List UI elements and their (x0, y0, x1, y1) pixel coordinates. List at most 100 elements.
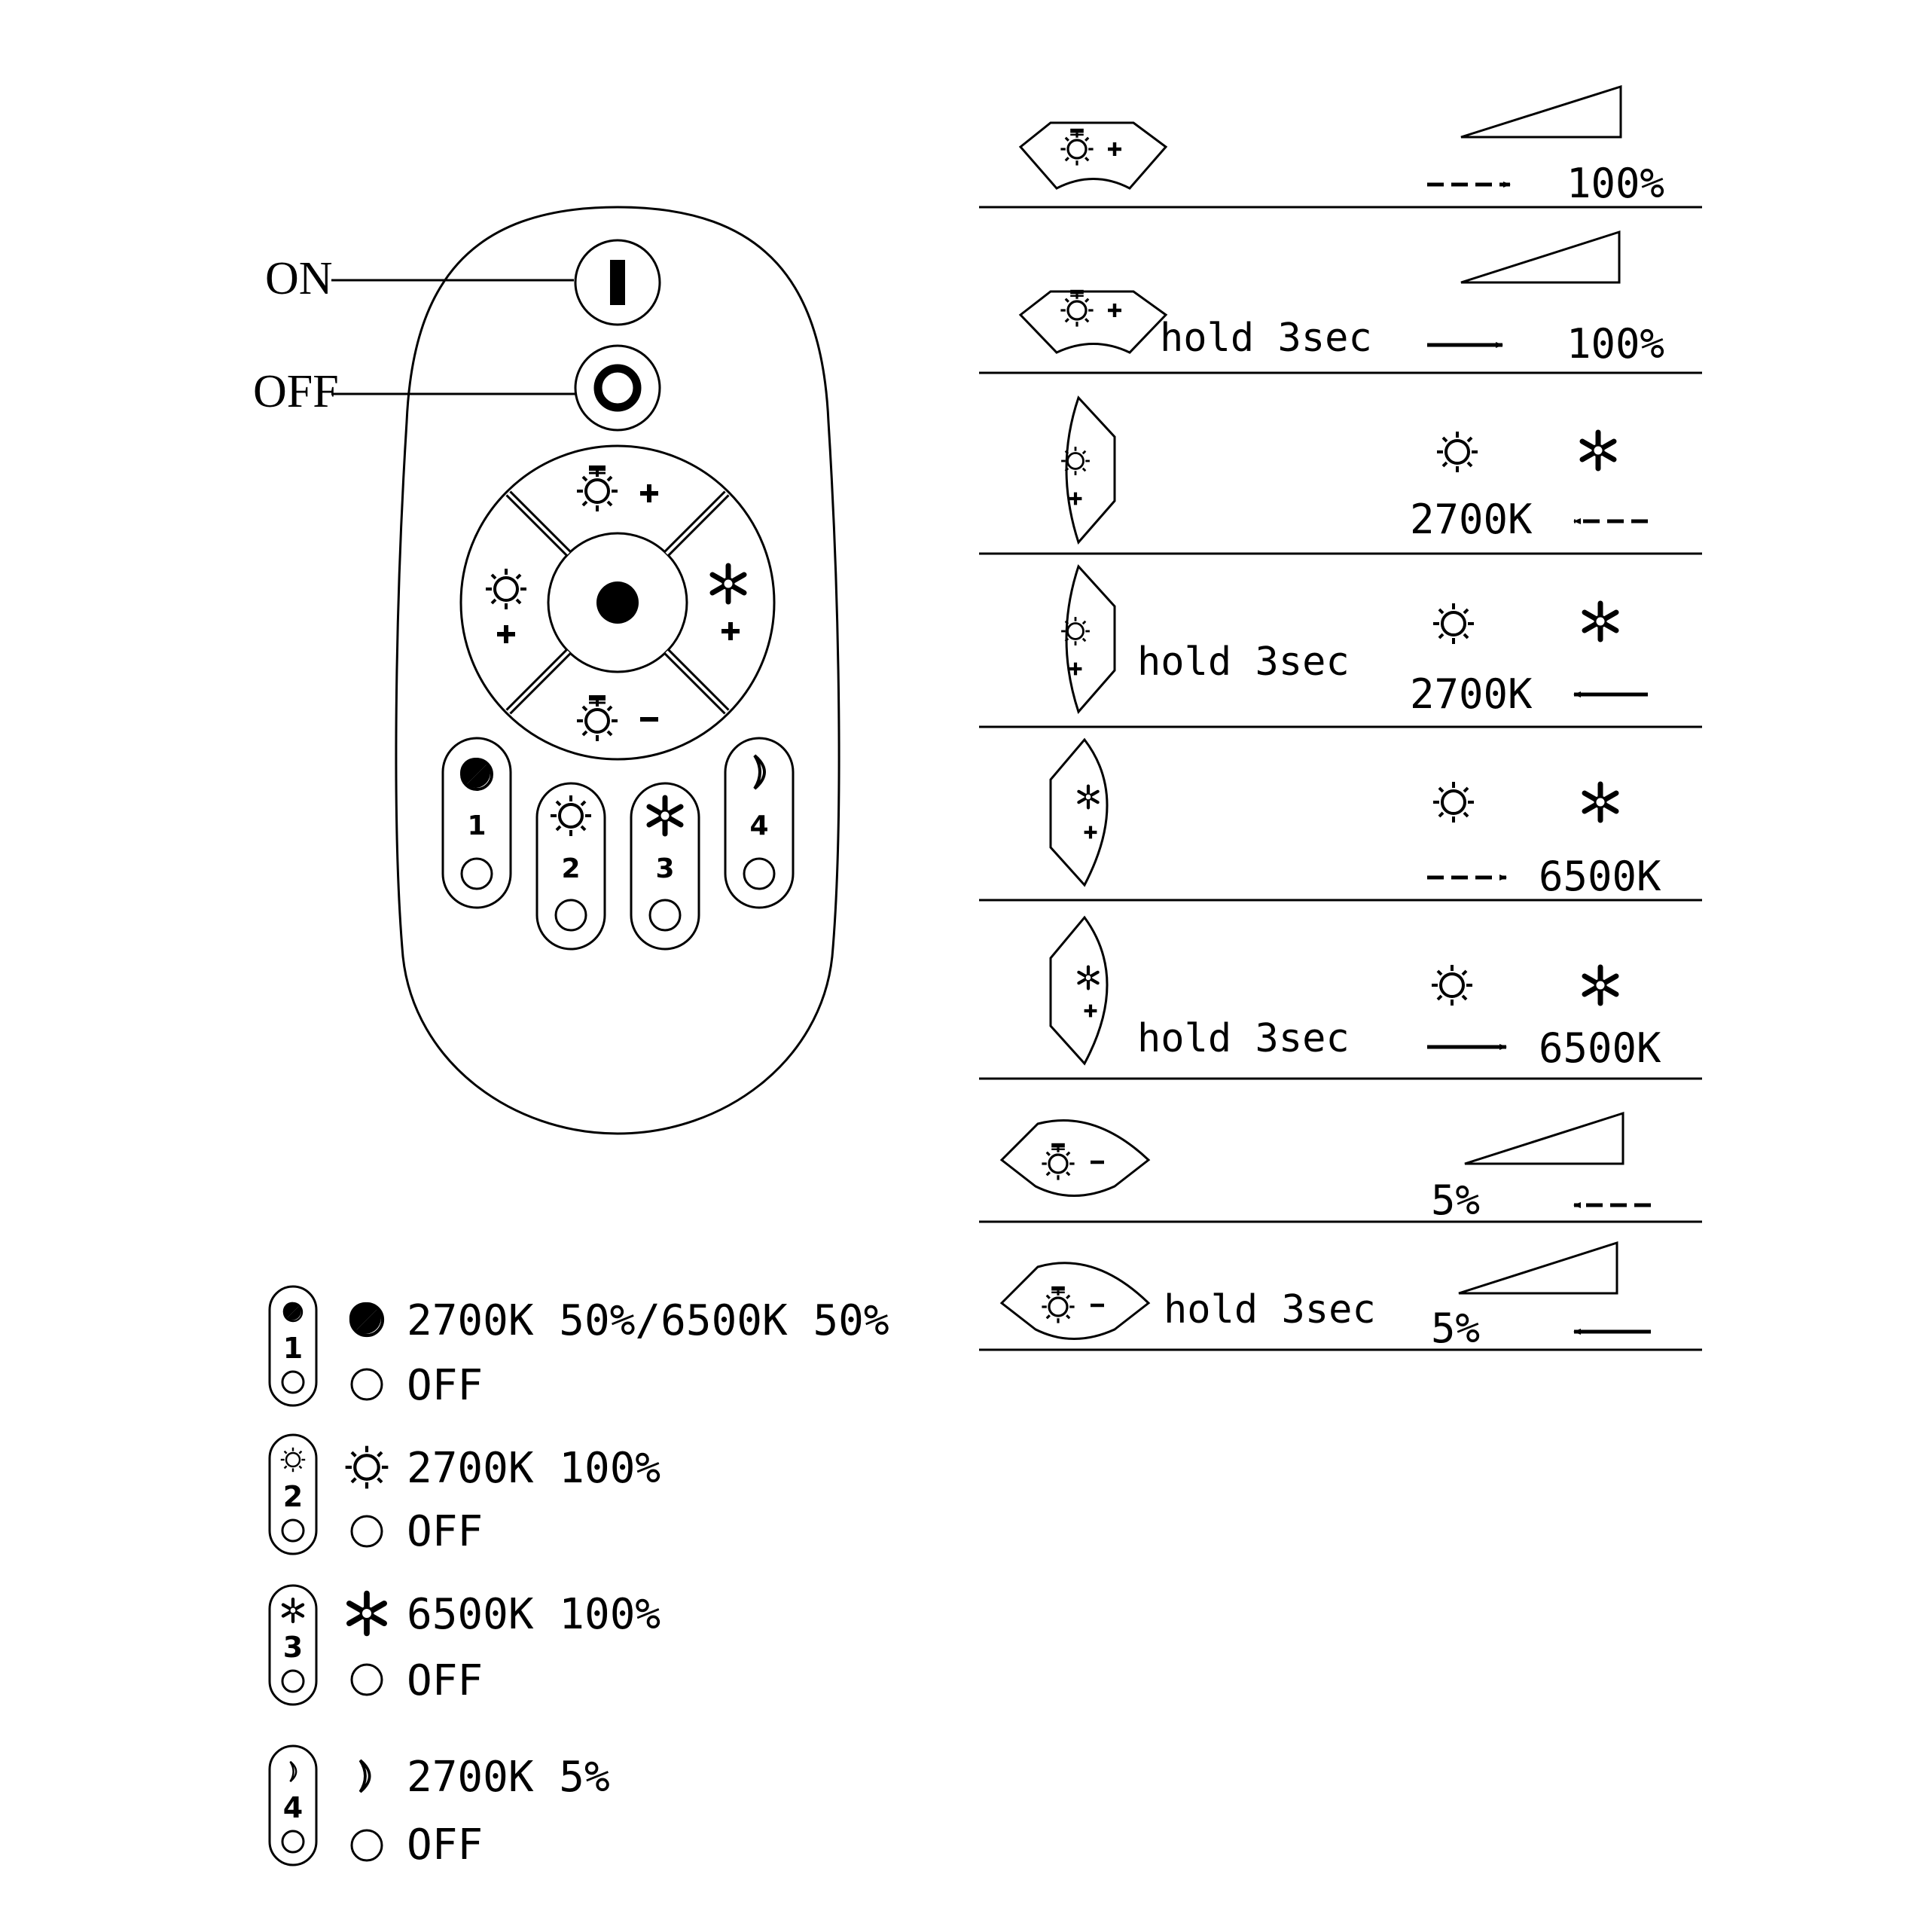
brightness-ramp-icon (1460, 230, 1621, 284)
brightness-down-button[interactable] (577, 695, 658, 741)
svg-text:4: 4 (283, 1791, 303, 1824)
off-button[interactable] (574, 344, 661, 432)
cool-snowflake-icon (349, 1594, 384, 1634)
off-circle-icon (350, 1368, 383, 1401)
svg-text:2: 2 (561, 853, 580, 884)
cool-up-key-icon (1049, 737, 1109, 887)
center-dot-icon (596, 581, 639, 624)
scene-button-4[interactable]: 4 (724, 737, 795, 909)
svg-text:2700K 100%: 2700K 100% (407, 1444, 660, 1493)
on-label: ON (265, 253, 333, 304)
function-row-2: hold 3sec 100% (1018, 230, 1664, 368)
brightness-down-key-icon (999, 1262, 1151, 1340)
svg-text:5%: 5% (1431, 1305, 1480, 1352)
plus-icon (497, 625, 515, 643)
svg-text:6500K: 6500K (1539, 853, 1661, 900)
svg-text:OFF: OFF (407, 1507, 483, 1556)
warm-up-key-icon (1065, 564, 1116, 714)
function-table: 100% hold 3sec 100% 2700K hold (979, 84, 1702, 1352)
off-ring-icon (593, 364, 642, 412)
cool-up-key-icon (1049, 915, 1109, 1066)
svg-text:2700K: 2700K (1410, 670, 1533, 718)
svg-text:6500K 100%: 6500K 100% (407, 1590, 660, 1639)
cool-snowflake-icon (649, 798, 681, 834)
warm-sun-icon (484, 567, 528, 611)
svg-text:3: 3 (283, 1631, 303, 1664)
svg-text:hold 3sec: hold 3sec (1164, 1287, 1376, 1332)
warm-sun-icon (1432, 602, 1475, 646)
legend-item-3: 3 6500K 100% OFF (268, 1584, 660, 1706)
legend-item-1: 1 2700K 50%/6500K 50% OFF (268, 1285, 889, 1410)
svg-text:OFF: OFF (407, 1821, 483, 1869)
svg-text:100%: 100% (1566, 160, 1664, 207)
brightness-icon (577, 465, 618, 511)
scene-button-3[interactable]: 3 (630, 782, 700, 951)
dpad (459, 444, 776, 761)
moon-icon (289, 1760, 297, 1783)
svg-text:hold 3sec: hold 3sec (1137, 639, 1350, 685)
brightness-up-key-icon (1018, 290, 1168, 354)
brightness-down-key-icon (999, 1119, 1151, 1197)
plus-icon (640, 484, 658, 502)
half-circle-icon (459, 756, 493, 791)
svg-text:6500K: 6500K (1539, 1024, 1661, 1072)
svg-text:hold 3sec: hold 3sec (1160, 316, 1372, 361)
warm-up-key-icon (1065, 395, 1116, 545)
legend-item-2: 2 2700K 100% OFF (268, 1433, 660, 1556)
cool-up-button[interactable] (712, 566, 744, 640)
svg-text:2: 2 (283, 1480, 303, 1513)
scene-button-1[interactable]: 1 (441, 737, 512, 909)
cool-snowflake-icon (1585, 784, 1616, 820)
brightness-ramp-icon (1464, 1111, 1624, 1165)
half-circle-icon (349, 1302, 383, 1335)
plus-icon (721, 622, 740, 640)
svg-text:4: 4 (749, 810, 768, 841)
off-circle-icon (350, 1663, 383, 1696)
svg-text:OFF: OFF (407, 1656, 483, 1705)
function-row-7: 5% (999, 1111, 1651, 1224)
svg-text:5%: 5% (1431, 1177, 1480, 1224)
legend-item-4: 4 2700K 5% OFF (268, 1744, 610, 1869)
warm-sun-icon (1430, 963, 1474, 1007)
svg-text:hold 3sec: hold 3sec (1137, 1016, 1350, 1061)
warm-sun-icon (1432, 780, 1475, 824)
brightness-up-button[interactable] (577, 465, 658, 511)
warm-sun-icon (1435, 430, 1479, 474)
function-row-4: hold 3sec 2700K (1060, 564, 1648, 718)
svg-text:2700K: 2700K (1410, 496, 1533, 543)
remote-body (395, 206, 840, 1135)
svg-text:3: 3 (655, 853, 674, 884)
remote-control (395, 206, 840, 1135)
cool-snowflake-icon (283, 1599, 303, 1622)
brightness-ramp-icon (1458, 1241, 1618, 1295)
scene-button-2[interactable]: 2 (535, 782, 606, 951)
cool-snowflake-icon (1585, 967, 1616, 1003)
svg-text:1: 1 (467, 810, 486, 841)
cool-snowflake-icon (712, 566, 744, 602)
svg-text:100%: 100% (1566, 320, 1664, 368)
warm-sun-icon (346, 1446, 389, 1489)
off-label: OFF (253, 366, 339, 417)
dpad-center-button[interactable] (547, 532, 688, 673)
function-row-8: hold 3sec 5% (999, 1241, 1651, 1352)
function-row-6: hold 3sec 6500K (1049, 915, 1661, 1072)
brightness-icon (577, 695, 618, 741)
off-circle-icon (350, 1515, 383, 1548)
warm-sun-icon (549, 794, 593, 838)
svg-text:1: 1 (283, 1332, 303, 1365)
half-circle-icon (282, 1301, 304, 1323)
function-row-5: 6500K (1049, 737, 1661, 900)
warm-up-button[interactable] (484, 567, 528, 643)
brightness-up-key-icon (1018, 121, 1168, 190)
function-row-3: 2700K (1060, 395, 1648, 545)
on-button[interactable] (574, 239, 661, 326)
on-bar-icon (610, 260, 625, 305)
brightness-ramp-icon (1460, 84, 1622, 139)
warm-sun-icon (279, 1446, 307, 1473)
cool-snowflake-icon (1585, 603, 1616, 639)
svg-text:OFF: OFF (407, 1361, 483, 1410)
svg-text:2700K 50%/6500K 50%: 2700K 50%/6500K 50% (407, 1296, 889, 1345)
cool-snowflake-icon (1582, 432, 1614, 469)
moon-icon (358, 1759, 371, 1793)
